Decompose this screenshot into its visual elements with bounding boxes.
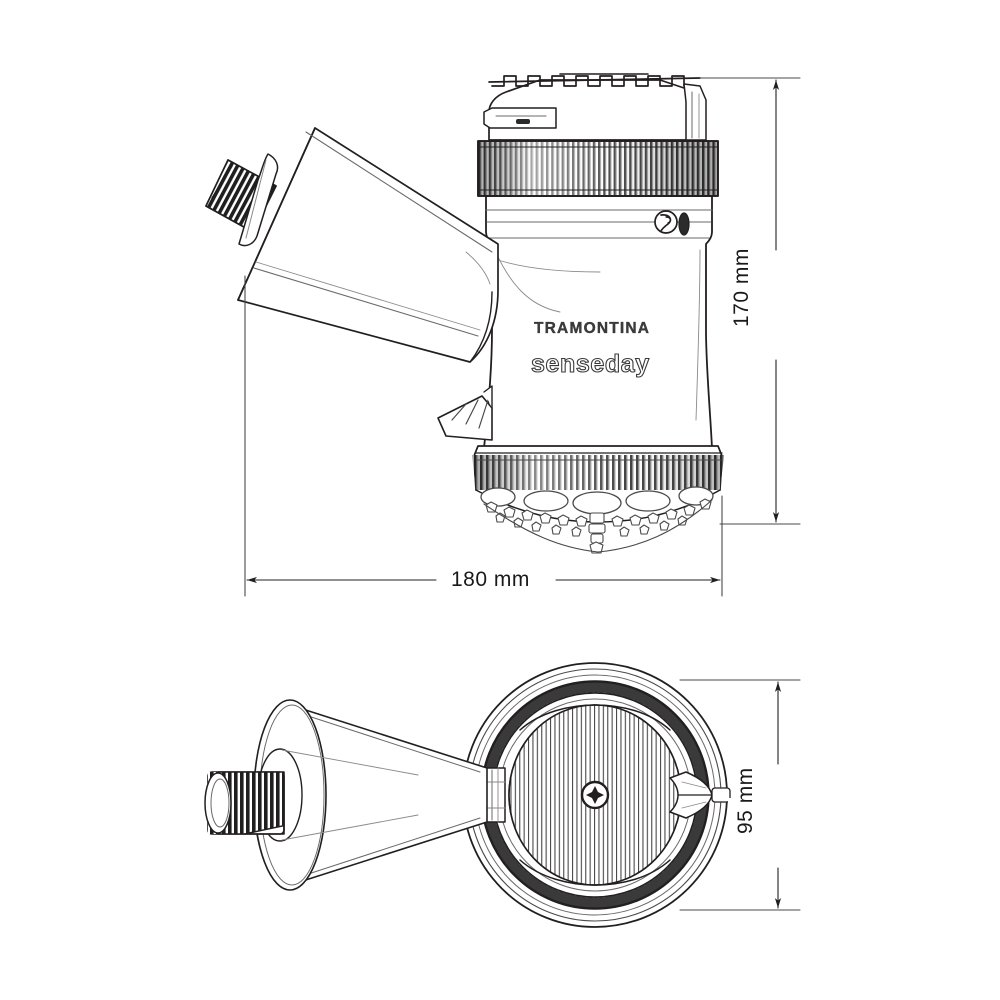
product-model-text: senseday [530, 349, 650, 378]
emblem-badge-icon [654, 210, 690, 236]
top-cap [483, 73, 707, 141]
side-elevation-view [205, 73, 801, 597]
spray-face-band [472, 445, 724, 491]
dimension-lines-plan [679, 679, 801, 911]
dimension-lines-side [244, 77, 801, 597]
top-plan-view [204, 662, 801, 928]
threaded-inlet-plan [204, 771, 285, 835]
dimension-label-height: 170 mm [722, 248, 832, 327]
inlet-arm-plan [253, 699, 488, 891]
brand-logo-text: TRAMONTINA [534, 320, 651, 337]
dimension-label-length: 180 mm [442, 567, 539, 593]
mode-lever[interactable] [437, 385, 493, 441]
nozzle-plate [475, 486, 721, 554]
hinge-block-right [669, 771, 731, 819]
dimension-label-diameter: 95 mm [728, 767, 828, 834]
inlet-arm [237, 127, 499, 363]
knurled-collar [477, 140, 719, 197]
phillips-screw-icon [580, 780, 610, 810]
